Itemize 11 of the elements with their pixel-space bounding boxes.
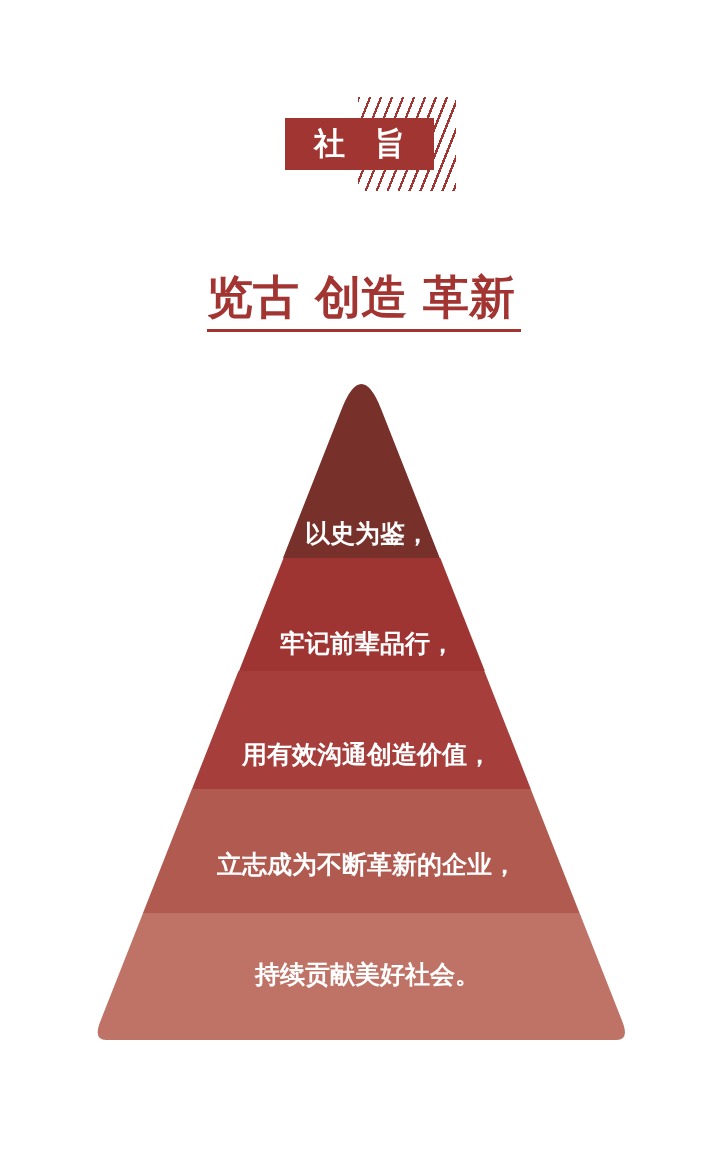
title: 览古 创造 革新	[207, 270, 515, 324]
pyramid-level	[283, 384, 440, 558]
level-text: 持续贡献美好社会。	[255, 959, 480, 991]
level-text: 以史为鉴，	[305, 518, 430, 550]
level-text: 牢记前辈品行，	[280, 628, 455, 660]
level-text: 用有效沟通创造价值，	[242, 739, 493, 771]
pyramid-level	[238, 558, 485, 671]
pyramid-level	[143, 789, 580, 913]
level-text: 立志成为不断革新的企业，	[217, 849, 518, 881]
pyramid-level	[192, 671, 531, 789]
heading-badge: 社 旨	[285, 118, 434, 170]
